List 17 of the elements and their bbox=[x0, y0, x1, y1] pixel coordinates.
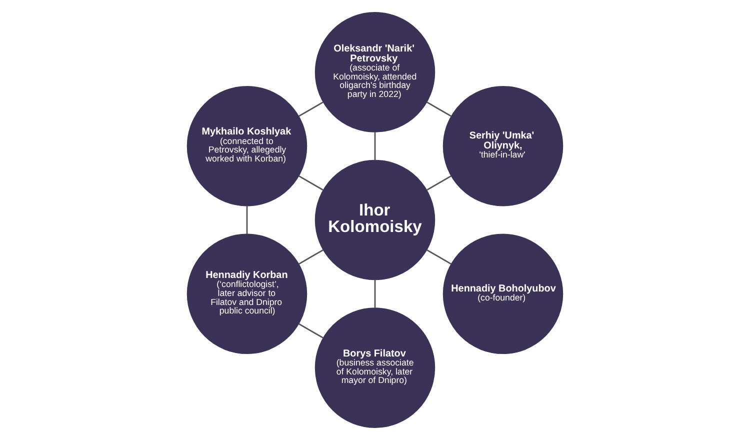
connector bbox=[298, 323, 324, 338]
node-circle: Oleksandr 'Narik' Petrovsky (associate of Kolomoisky, attended oligarch's birthday party in 2022) bbox=[314, 12, 436, 132]
connector bbox=[374, 280, 376, 308]
connector bbox=[426, 101, 452, 117]
connector bbox=[426, 175, 452, 191]
node-circle: Borys Filatov (business associate of Kolomoisky, later mayor of Dnipro) bbox=[314, 308, 436, 428]
node-circle: Ihor Kolomoisky bbox=[314, 160, 436, 280]
node-circle: Serhiy 'Umka' Oliynyk, 'thief-in-law' bbox=[442, 86, 564, 206]
node-circle: Hennadiy Boholyubov (co-founder) bbox=[442, 234, 564, 354]
connector bbox=[298, 175, 324, 191]
node-circle: Hennadiy Korban (‘conflictologist’, later advisor to Filatov and Dnipro public council) bbox=[186, 234, 308, 354]
node-circle: Mykhailo Koshlyak (connected to Petrovsky, allegedly worked with Korban) bbox=[186, 86, 308, 206]
connector bbox=[246, 206, 248, 234]
connector bbox=[298, 101, 324, 117]
connector bbox=[426, 249, 452, 265]
connector bbox=[374, 132, 376, 160]
connector bbox=[298, 249, 324, 265]
